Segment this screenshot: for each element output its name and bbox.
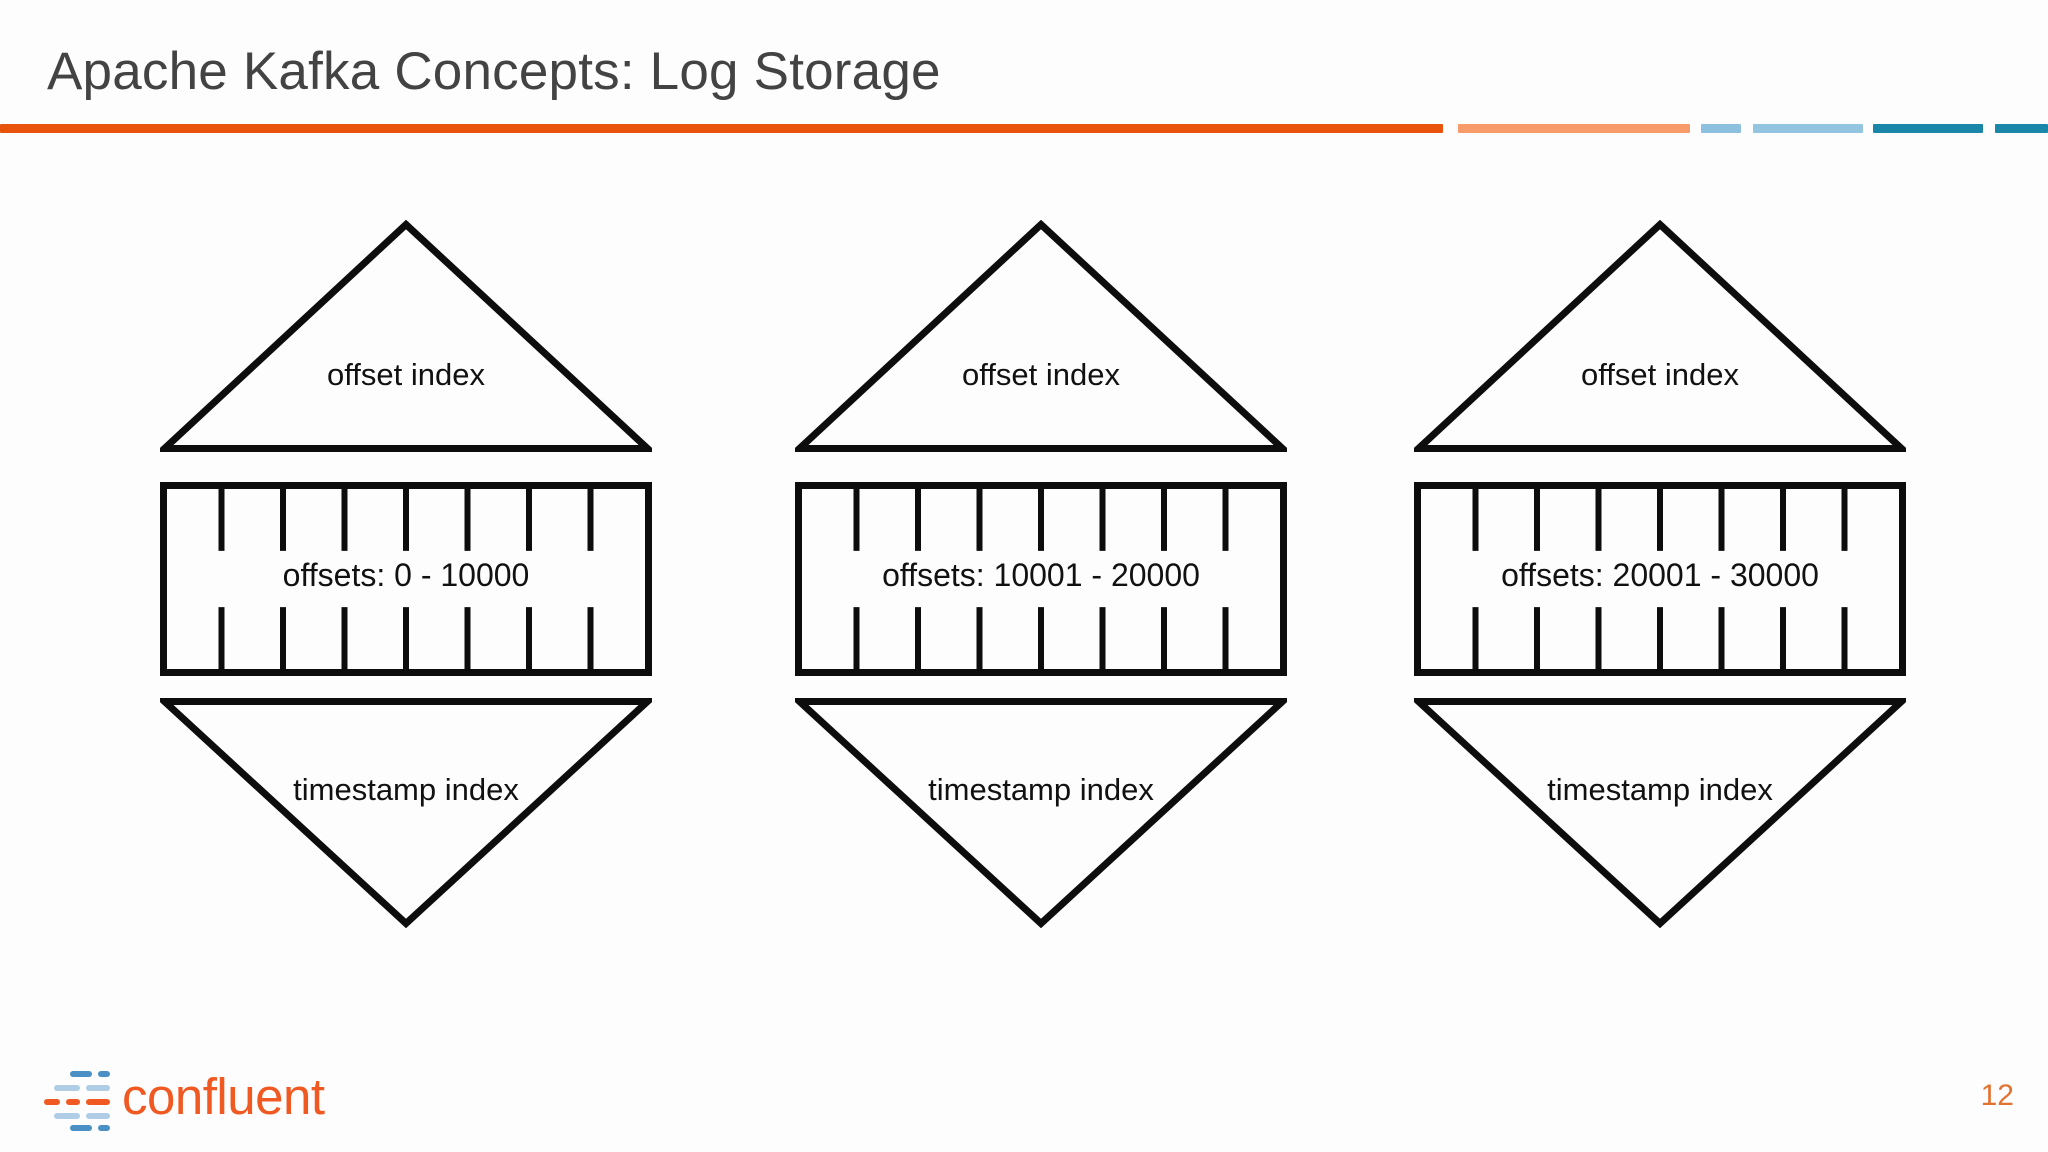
accent-teal-long <box>1873 124 1983 133</box>
log-segment-3: offset index offsets: 20001 - 30000 timest… <box>1414 220 1906 930</box>
title-accent-rule <box>0 124 2048 134</box>
log-segment-2: offset index offsets: 10001 - 20000 timest… <box>795 220 1287 930</box>
logo-dash-icon <box>54 1113 80 1119</box>
timestamp-index-label: timestamp index <box>293 772 519 807</box>
page-number: 12 <box>1980 1079 2014 1112</box>
logo-dash-icon <box>66 1099 80 1105</box>
logo-dash-icon <box>70 1125 92 1131</box>
confluent-wordmark: confluent <box>122 1068 325 1125</box>
logo-dash-icon <box>98 1125 110 1131</box>
log-segment-1: offset index offsets: 0 - 10000 timestamp … <box>160 220 652 930</box>
timestamp-index-label: timestamp index <box>928 772 1154 807</box>
logo-dash-icon <box>86 1099 110 1105</box>
logo-dash-icon <box>44 1099 60 1105</box>
logo-dash-icon <box>86 1113 110 1119</box>
offsets-rectangle <box>795 482 1287 676</box>
timestamp-index-label: timestamp index <box>1547 772 1773 807</box>
accent-light-orange <box>1458 124 1690 133</box>
accent-teal-short <box>1995 124 2048 133</box>
offset-index-label: offset index <box>1581 357 1739 392</box>
offsets-rectangle <box>160 482 652 676</box>
accent-long-orange <box>0 124 1443 133</box>
timestamp-index-triangle <box>1414 698 1906 928</box>
logo-dash-icon <box>86 1085 110 1091</box>
logo-dash-icon <box>98 1071 110 1077</box>
offset-index-label: offset index <box>327 357 485 392</box>
offsets-range-label: offsets: 10001 - 20000 <box>882 557 1200 593</box>
accent-blue-short <box>1701 124 1741 133</box>
offset-index-label: offset index <box>962 357 1120 392</box>
offset-index-triangle <box>795 220 1287 452</box>
offsets-range-label: offsets: 20001 - 30000 <box>1501 557 1819 593</box>
offset-index-triangle <box>160 220 652 452</box>
confluent-logo: confluent <box>44 1068 325 1134</box>
offset-index-triangle <box>1414 220 1906 452</box>
timestamp-index-triangle <box>795 698 1287 928</box>
offsets-rectangle <box>1414 482 1906 676</box>
offsets-range-label: offsets: 0 - 10000 <box>282 557 530 593</box>
logo-dash-icon <box>70 1071 92 1077</box>
page-title: Apache Kafka Concepts: Log Storage <box>47 42 941 101</box>
accent-blue-long <box>1753 124 1863 133</box>
timestamp-index-triangle <box>160 698 652 928</box>
logo-dash-icon <box>54 1085 80 1091</box>
